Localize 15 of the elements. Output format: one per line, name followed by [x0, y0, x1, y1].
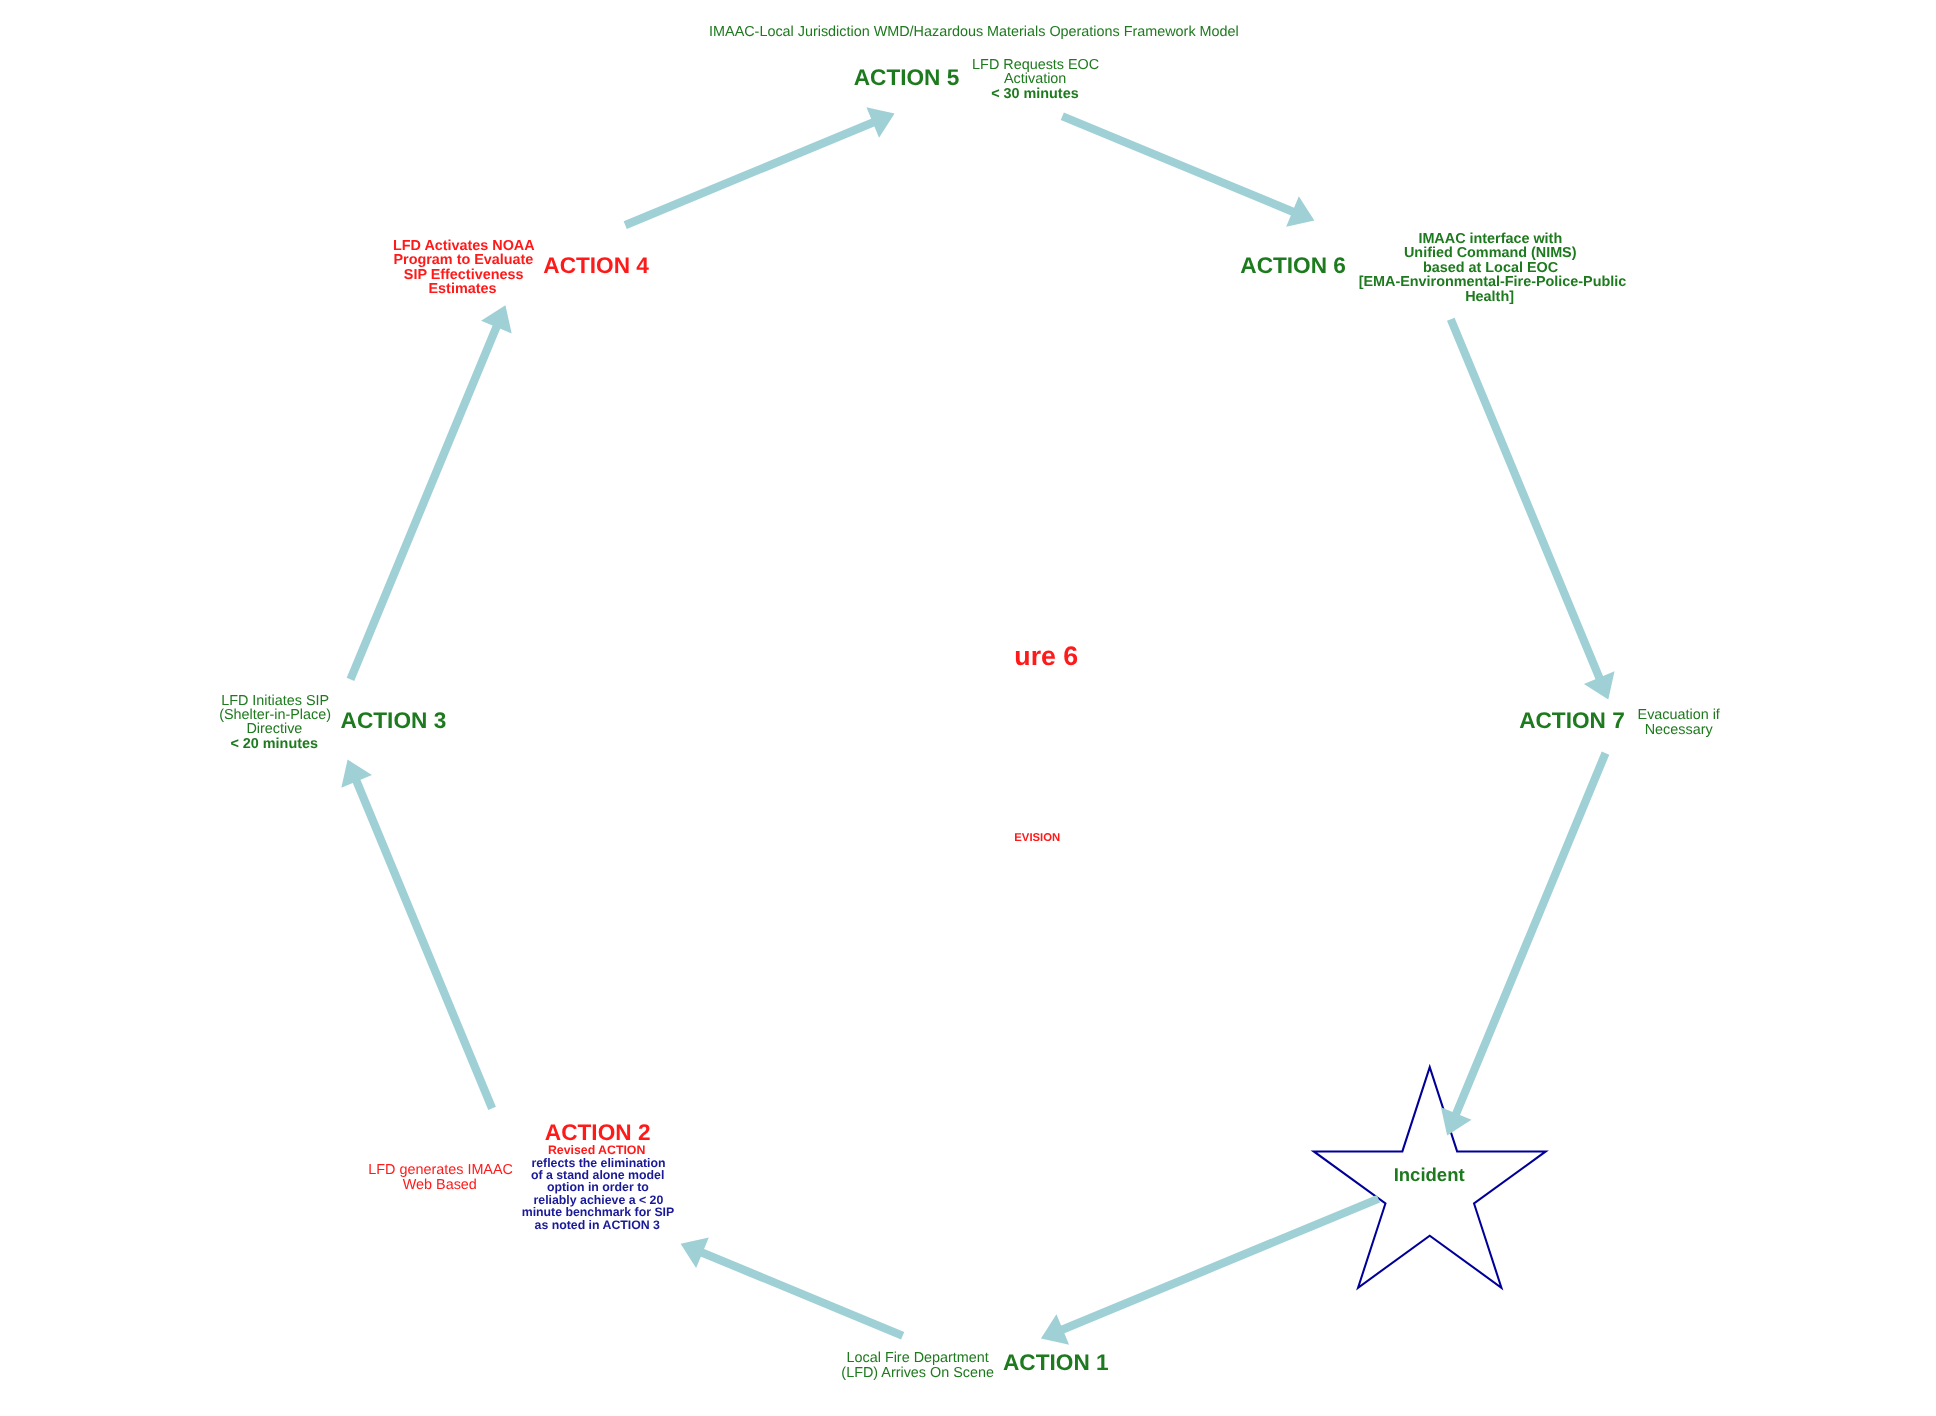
node-label: ACTION 2: [544, 1121, 651, 1146]
arrow: [1447, 317, 1615, 700]
node-label: ACTION 3: [340, 709, 447, 734]
node-label: ACTION 6: [1240, 255, 1346, 280]
arrow: [1060, 112, 1315, 227]
node-label: ACTION 4: [543, 255, 649, 280]
label: ure 6: [1014, 640, 1079, 671]
arrow: [1440, 751, 1610, 1136]
node-label: ACTION 7: [1519, 709, 1625, 734]
arrow: [623, 107, 895, 229]
node-label: ACTION 5: [853, 66, 960, 91]
arrow: [346, 305, 512, 681]
arrow: [680, 1237, 905, 1340]
node-label: ACTION 1: [1003, 1352, 1109, 1377]
arrow: [341, 759, 496, 1110]
